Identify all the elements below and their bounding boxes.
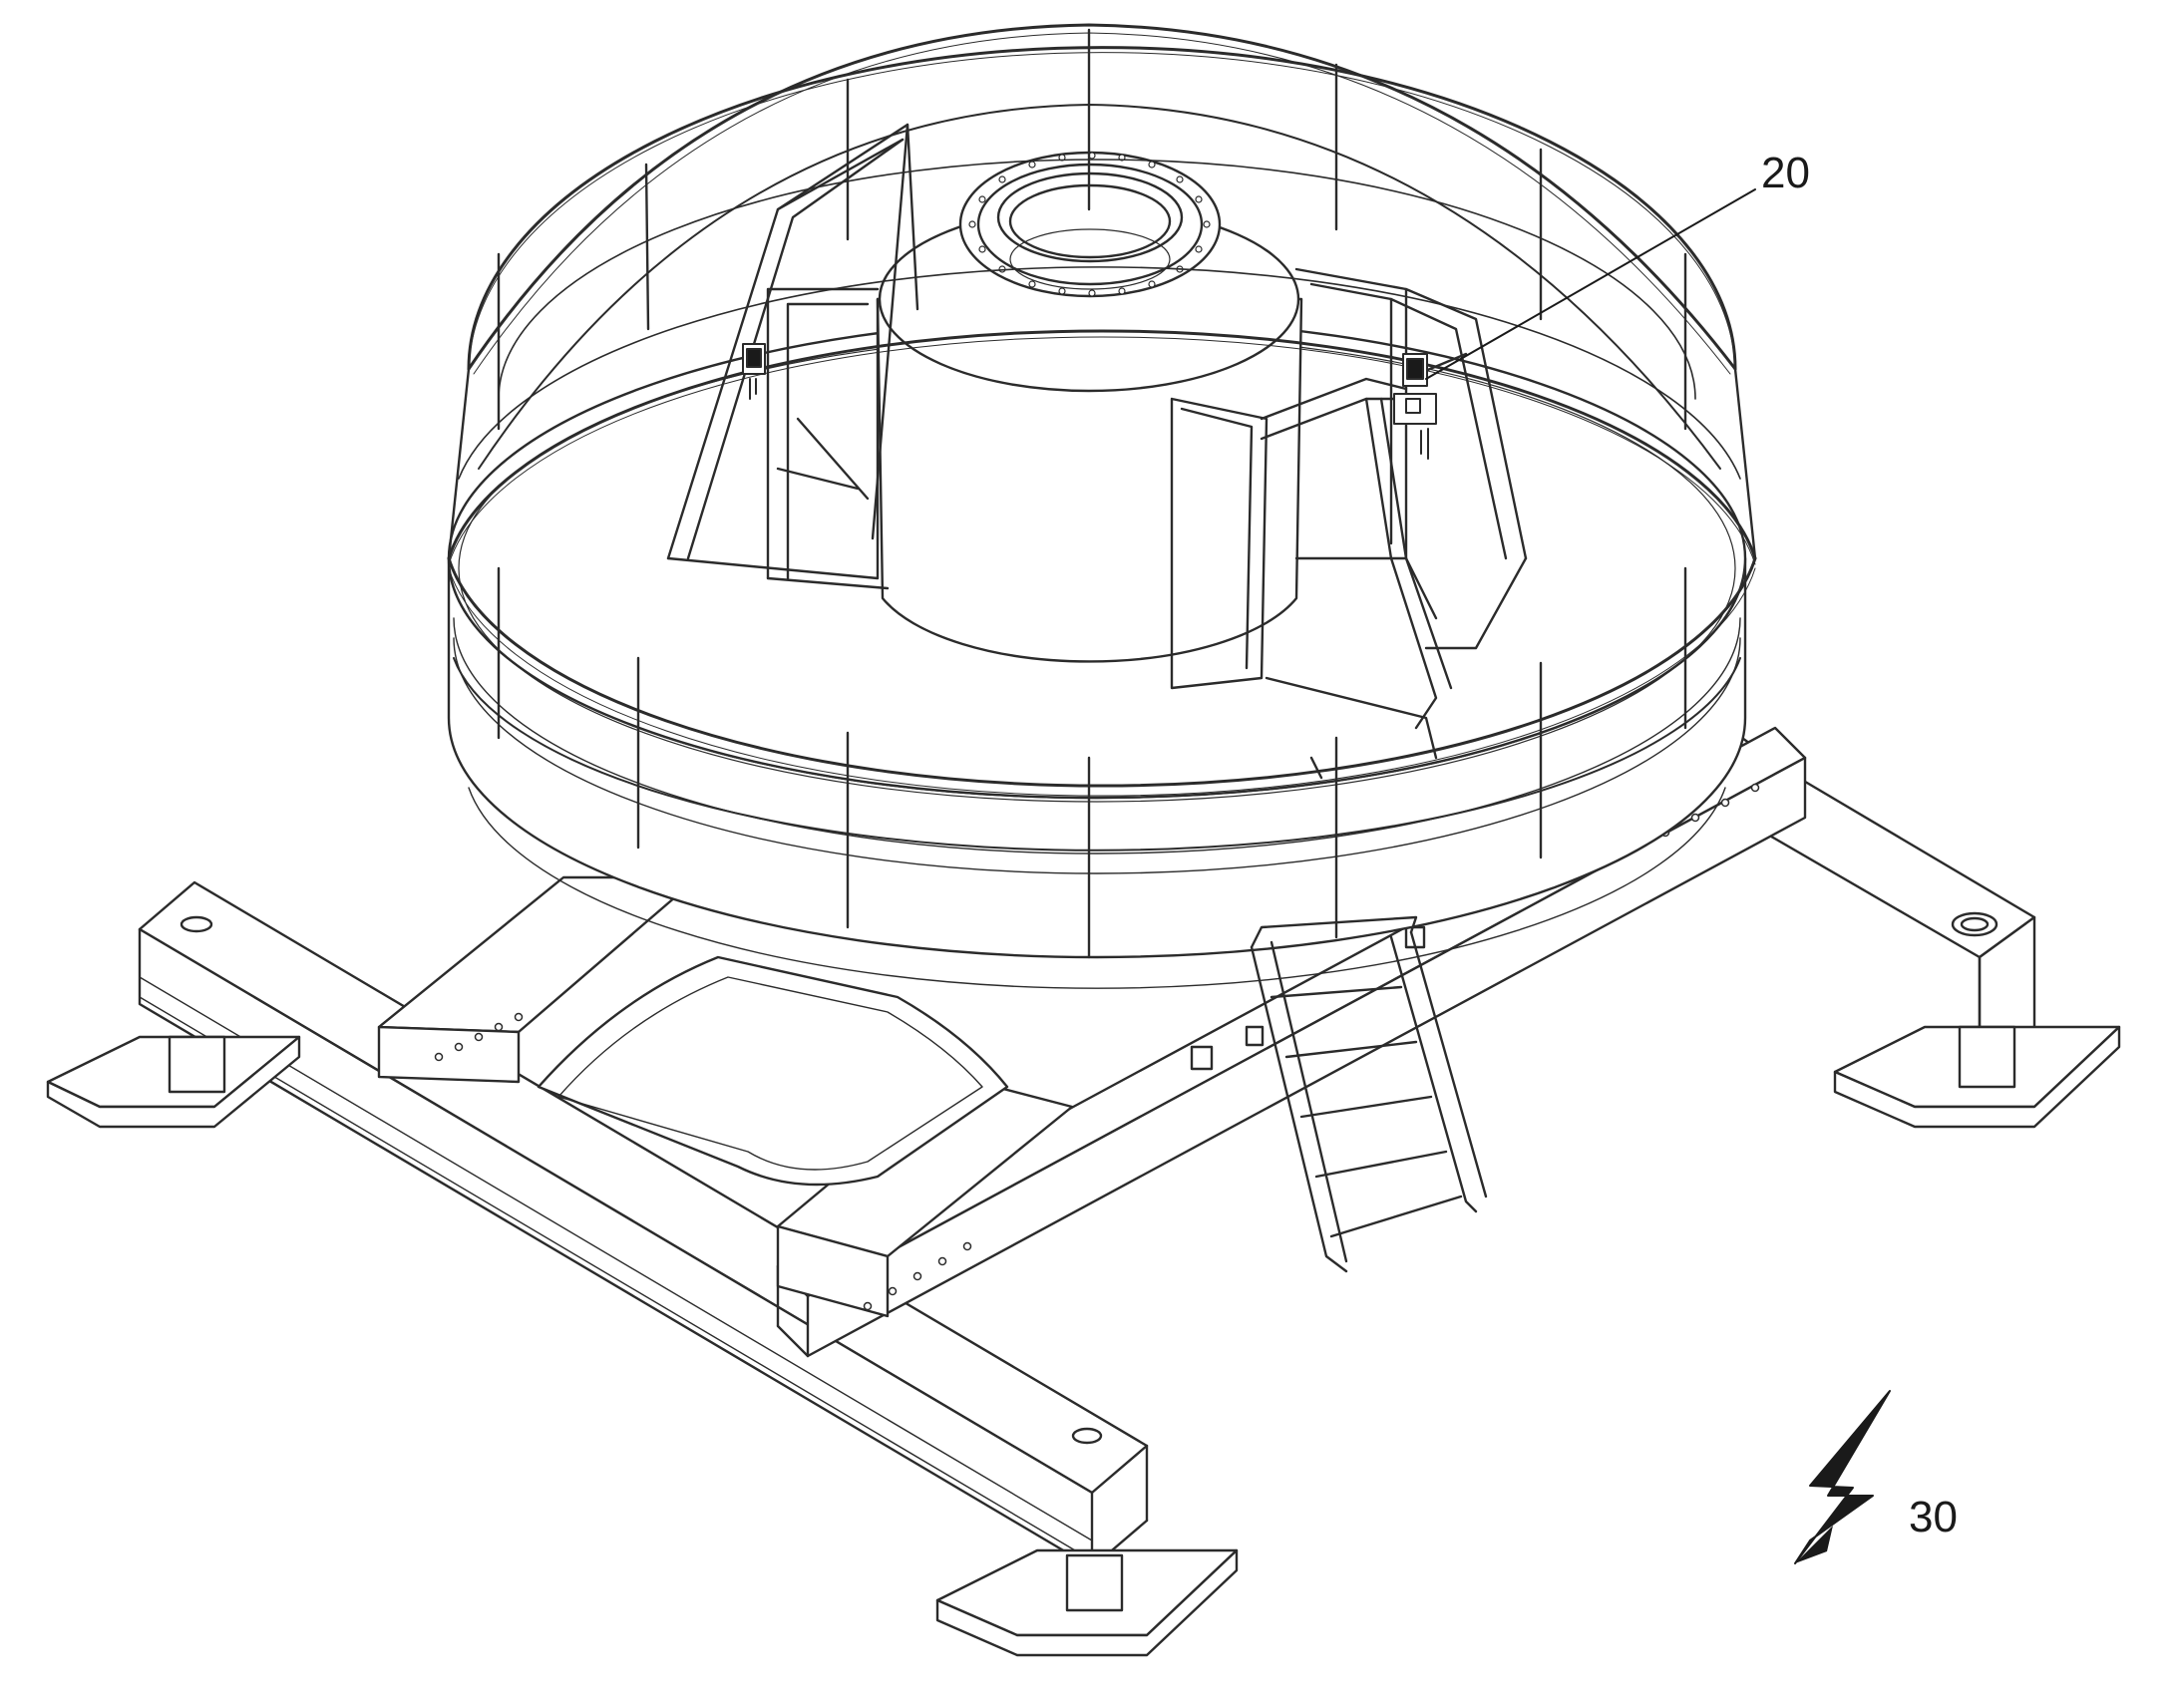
- sensor-box-icon: [1393, 353, 1437, 460]
- foot-pad-front: [935, 1427, 1239, 1657]
- foot-pad-right: [1833, 911, 2121, 1129]
- tower: [876, 151, 1303, 663]
- front-arm-side: [776, 1224, 890, 1318]
- flange-bolts: [968, 152, 1211, 297]
- sensor-box-icon: [742, 343, 766, 400]
- foot-pad-left: [46, 915, 301, 1129]
- cross-beam-side: [806, 756, 1807, 1358]
- tower-body: [876, 297, 1303, 663]
- lightning-bolt-shape: [1794, 1390, 1891, 1564]
- left-arm-side: [377, 1025, 521, 1084]
- lightning-bolt-icon: [1790, 1391, 1890, 1570]
- guard-rail: [447, 23, 1757, 959]
- rail-top-front: [447, 556, 1757, 788]
- reference-numeral-20: 20: [1761, 149, 1810, 197]
- ladder: [1250, 915, 1488, 1273]
- leader-line-20: [1425, 188, 1756, 380]
- rail-top-back: [447, 329, 1757, 560]
- gate: [1170, 377, 1453, 780]
- bolt-holes: [434, 783, 1760, 1311]
- base-frame: [138, 726, 2036, 1569]
- reference-numeral-30: 30: [1909, 1493, 1958, 1541]
